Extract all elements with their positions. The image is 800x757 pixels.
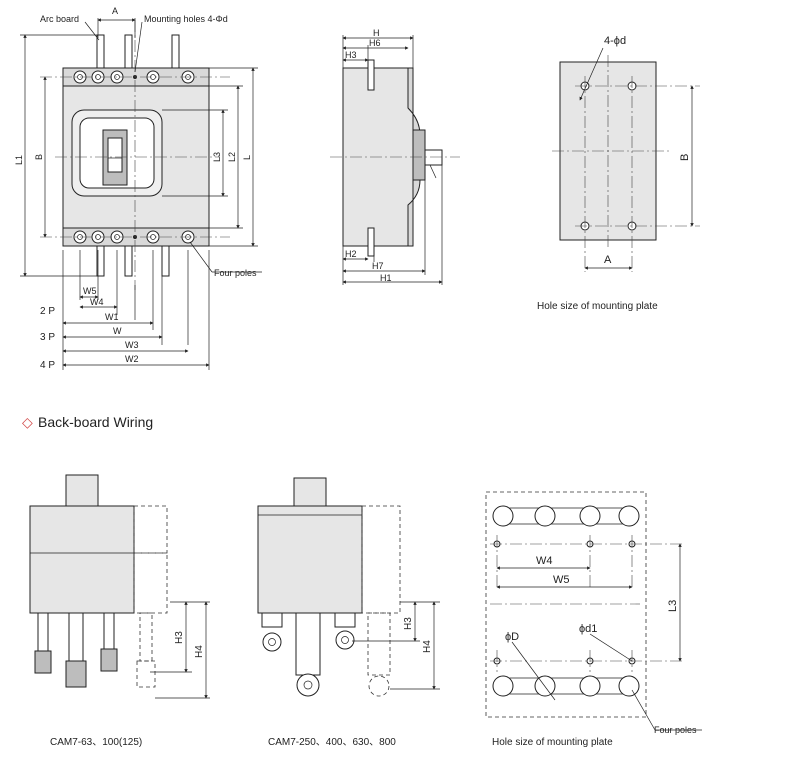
caption-cam7-250: CAM7-250、400、630、800 (268, 737, 396, 748)
hole-caption-bottom: Hole size of mounting plate (492, 737, 613, 748)
dim-h3-a-label: H3 (174, 631, 185, 644)
front-view (20, 18, 262, 370)
dim-h6-label: H6 (369, 38, 381, 48)
studs-b (261, 612, 391, 697)
dim-l1-label: L1 (14, 155, 24, 165)
dim-h3-b-label: H3 (403, 617, 414, 630)
studs-a (34, 612, 156, 688)
poles-2p-label: 2 P (40, 306, 55, 317)
mounting-plate-top (552, 47, 700, 272)
section-title: Back-board Wiring (38, 414, 153, 430)
four-poles-label: Four poles (214, 268, 257, 278)
dim-l3-plate-label: L3 (667, 600, 679, 612)
phi-d-label: 4-ϕd (604, 35, 626, 47)
poles-4p-label: 4 P (40, 360, 55, 371)
dim-b-right-label: B (679, 154, 691, 161)
dim-w4-label: W4 (90, 297, 104, 307)
arc-board-label: Arc board (40, 14, 79, 24)
caption-cam7-63: CAM7-63、100(125) (50, 737, 142, 748)
dim-h2-label: H2 (345, 249, 357, 259)
poles-3p-label: 3 P (40, 332, 55, 343)
dim-a-plate-label: A (604, 254, 612, 266)
back-wiring-b (257, 477, 440, 697)
dim-h1-label: H1 (380, 273, 392, 283)
dim-h7-label: H7 (372, 261, 384, 271)
dim-l-label: L (242, 155, 252, 160)
phi-d1-label: ϕd1 (579, 623, 597, 635)
dim-w4-plate-label: W4 (536, 555, 553, 567)
dim-w3-label: W3 (125, 340, 139, 350)
dim-w2-label: W2 (125, 354, 139, 364)
dim-l2-label: L2 (227, 152, 237, 162)
phi-big-d-label: ϕD (505, 631, 519, 643)
dim-a-top-label: A (112, 6, 118, 16)
side-view (330, 35, 460, 285)
dim-w-label: W (113, 326, 122, 336)
section-bullet: ◇ (22, 414, 33, 430)
dim-w5-label: W5 (83, 286, 97, 296)
dim-h4-b-label: H4 (422, 640, 433, 653)
four-poles-bottom-label: Four poles (654, 725, 697, 735)
dim-h3-label: H3 (345, 50, 357, 60)
dim-h4-a-label: H4 (194, 645, 205, 658)
mounting-plate-bottom (485, 491, 702, 731)
back-wiring-a (29, 474, 210, 699)
dim-l3-label: L3 (212, 152, 222, 162)
dim-w5-plate-label: W5 (553, 574, 570, 586)
hole-caption-top: Hole size of mounting plate (537, 301, 658, 312)
mounting-holes-label: Mounting holes 4-Φd (144, 14, 228, 24)
dim-b-left-label: B (34, 154, 44, 160)
dim-h-label: H (373, 28, 380, 38)
dim-w1-label: W1 (105, 312, 119, 322)
